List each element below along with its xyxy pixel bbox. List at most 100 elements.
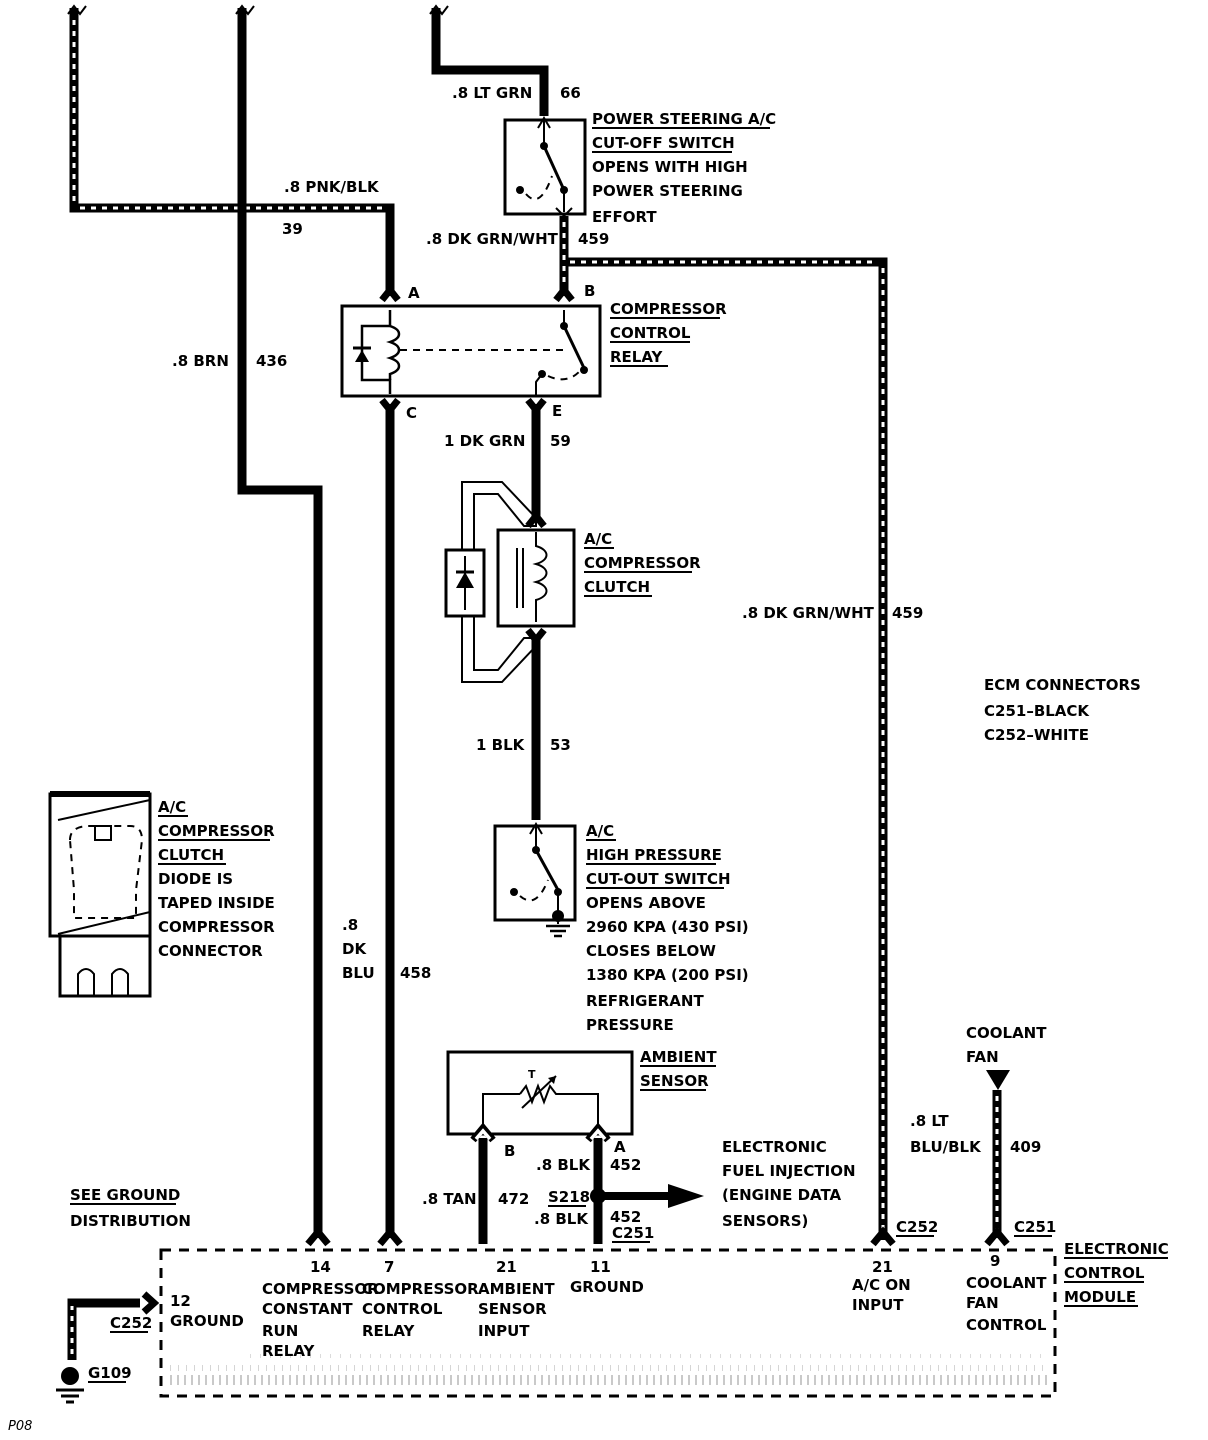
- diode-note-label: A/C COMPRESSOR CLUTCH DIODE IS TAPED INS…: [158, 798, 275, 960]
- hp-switch-line: 1380 KPA (200 PSI): [586, 966, 749, 984]
- relay-label: COMPRESSOR CONTROL RELAY: [610, 300, 727, 367]
- connector-c251-mid: C251: [612, 1224, 654, 1242]
- label-brn: .8 BRN: [172, 352, 229, 370]
- label-lt-blu-blk-1: .8 LT: [910, 1112, 949, 1130]
- ps-switch-line: POWER STEERING A/C: [592, 110, 776, 128]
- ecm-pin-label: COOLANT: [966, 1274, 1047, 1292]
- ambient-pin-b: B: [504, 1142, 515, 1160]
- ecm-connectors-legend: ECM CONNECTORS C251–BLACK C252–WHITE: [984, 676, 1141, 744]
- hp-switch-line: 2960 KPA (430 PSI): [586, 918, 749, 936]
- ecm-pin-label: FAN: [966, 1294, 999, 1312]
- clutch-line: COMPRESSOR: [584, 554, 701, 572]
- splice-label: S218: [548, 1188, 590, 1206]
- ecm-pin-label: A/C ON: [852, 1276, 911, 1294]
- hp-switch-line: A/C: [586, 822, 614, 840]
- coolant-fan-line: COOLANT: [966, 1024, 1047, 1042]
- hp-switch-line: CUT-OUT SWITCH: [586, 870, 731, 888]
- ecm-pin-9: 9 COOLANT FAN CONTROL: [966, 1252, 1047, 1334]
- connector-c251-right: C251: [1014, 1218, 1056, 1236]
- ac-compressor-clutch: [444, 481, 576, 683]
- relay-line: CONTROL: [610, 324, 691, 342]
- label-circuit-459-top: 459: [578, 230, 609, 248]
- ecm-pin-label: GROUND: [570, 1278, 644, 1296]
- relay-line: COMPRESSOR: [610, 300, 727, 318]
- clutch-label: A/C COMPRESSOR CLUTCH: [584, 530, 701, 597]
- ambient-sensor-label: AMBIENT SENSOR T B A: [504, 1048, 717, 1160]
- diode-note-line: CONNECTOR: [158, 942, 263, 960]
- relay-pin-b: B: [584, 282, 595, 300]
- ecm-pin-label: COMPRESSOR: [362, 1280, 479, 1298]
- ecm-pin-21-ac-on: 21 A/C ON INPUT: [852, 1258, 911, 1314]
- label-pnk-blk: .8 PNK/BLK: [284, 178, 380, 196]
- wire-ground-g109: [67, 1298, 140, 1360]
- ecm-pin-label: RELAY: [362, 1322, 416, 1340]
- label-tan: .8 TAN: [422, 1190, 477, 1208]
- ps-switch-line: EFFORT: [592, 208, 657, 226]
- ecm-pin-label: INPUT: [852, 1296, 904, 1314]
- splice-s218: [590, 1184, 704, 1208]
- ecm-connectors-line: C252–WHITE: [984, 726, 1089, 744]
- power-steering-switch: [503, 116, 587, 218]
- ecm-pin-number: 7: [384, 1258, 394, 1276]
- break-mark: [235, 4, 255, 16]
- label-dk-grn: 1 DK GRN: [444, 432, 525, 450]
- ecm-pin-number: 9: [990, 1252, 1000, 1270]
- label-blk-452-lower: .8 BLK: [534, 1210, 589, 1228]
- ps-switch-label: POWER STEERING A/C CUT-OFF SWITCH OPENS …: [592, 110, 776, 226]
- ecm-pin-12: 12 GROUND: [170, 1292, 244, 1330]
- page-code: P08: [8, 1419, 32, 1434]
- ps-switch-line: OPENS WITH HIGH: [592, 158, 748, 176]
- ecm-pin-number: 21: [872, 1258, 893, 1276]
- label-circuit-436: 436: [256, 352, 287, 370]
- diode-note-line: COMPRESSOR: [158, 918, 275, 936]
- break-mark: [67, 4, 87, 16]
- ground-g109-label: G109: [88, 1364, 132, 1382]
- coolant-fan-arrow: [986, 1070, 1010, 1090]
- ecm-pin-label: COMPRESSOR: [262, 1280, 379, 1298]
- label-circuit-66: 66: [560, 84, 581, 102]
- ecm-pin-label: INPUT: [478, 1322, 530, 1340]
- ambient-pin-a: A: [614, 1138, 626, 1156]
- relay-line: RELAY: [610, 348, 664, 366]
- label-dk-grn-wht-right: .8 DK GRN/WHT: [742, 604, 875, 622]
- hp-switch-line: PRESSURE: [586, 1016, 674, 1034]
- ambient-pin-t: T: [528, 1068, 536, 1081]
- efi-line: (ENGINE DATA: [722, 1186, 842, 1204]
- ecm-pin-number: 11: [590, 1258, 611, 1276]
- see-ground-line: SEE GROUND: [70, 1186, 180, 1204]
- hp-switch-line: REFRIGERANT: [586, 992, 704, 1010]
- ecm-pin-label: CONTROL: [966, 1316, 1047, 1334]
- hp-switch-line: OPENS ABOVE: [586, 894, 706, 912]
- wire-lt-grn-66: [431, 8, 549, 116]
- diode-note-line: TAPED INSIDE: [158, 894, 275, 912]
- ecm-pin-label: AMBIENT: [478, 1280, 555, 1298]
- label-dk-blu-1: .8: [342, 916, 358, 934]
- connector-c252-right: C252: [896, 1218, 938, 1236]
- relay-pin-c: C: [406, 404, 417, 422]
- relay-pin-e: E: [552, 402, 562, 420]
- ambient-sensor-line: AMBIENT: [640, 1048, 717, 1066]
- connector-c252-left: C252: [110, 1314, 152, 1332]
- ps-switch-line: CUT-OFF SWITCH: [592, 134, 735, 152]
- ecm-pin-label: RUN: [262, 1322, 298, 1340]
- ecm-module: [141, 1226, 1057, 1398]
- label-dk-blu-3: BLU: [342, 964, 375, 982]
- ecm-pin-14: 14 COMPRESSOR CONSTANT RUN RELAY: [262, 1258, 379, 1360]
- diode-note-line: COMPRESSOR: [158, 822, 275, 840]
- see-ground-label: SEE GROUND DISTRIBUTION: [70, 1186, 191, 1230]
- label-blk-53: 1 BLK: [476, 736, 526, 754]
- ps-switch-line: POWER STEERING: [592, 182, 743, 200]
- ecm-pin-label: SENSOR: [478, 1300, 547, 1318]
- ecm-label-line: ELECTRONIC: [1064, 1240, 1169, 1258]
- wire-brn-436: [237, 8, 323, 1238]
- ecm-pin-label: CONSTANT: [262, 1300, 353, 1318]
- label-circuit-452-upper: 452: [610, 1156, 641, 1174]
- wire-dk-grn-wht-459: [559, 216, 888, 1240]
- efi-line: FUEL INJECTION: [722, 1162, 856, 1180]
- ac-high-pressure-switch: [493, 822, 577, 938]
- ecm-pin-11: 11 GROUND: [570, 1258, 644, 1296]
- ecm-pin-label: RELAY: [262, 1342, 316, 1360]
- label-circuit-472: 472: [498, 1190, 529, 1208]
- label-circuit-459-right: 459: [892, 604, 923, 622]
